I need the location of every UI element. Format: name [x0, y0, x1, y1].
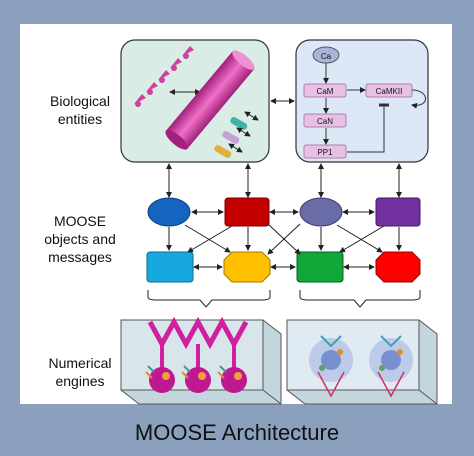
label-moose-3: messages: [48, 249, 112, 265]
can-label: CaN: [317, 117, 333, 126]
signaling-arrows: [323, 63, 426, 153]
cam-node: [303, 83, 347, 98]
moose-object-green: [296, 251, 344, 283]
dendrite-cylinder-icon: [165, 50, 255, 150]
moose-object-yellow: [223, 251, 271, 283]
right-brace: [299, 290, 421, 308]
figure-caption: MOOSE Architecture: [134, 420, 340, 445]
pp1-node: [303, 144, 347, 159]
label-numerical-1: Numerical: [48, 355, 111, 371]
label-moose-1: MOOSE: [54, 213, 106, 229]
moose-object-bright-red: [375, 251, 421, 283]
pp1-label: PP1: [317, 148, 333, 157]
signaling-panel: [295, 39, 429, 163]
camkii-label: CaMKII: [376, 87, 403, 96]
moose-object-purple: [375, 197, 421, 227]
label-biological-1: Biological: [50, 93, 110, 109]
moose-object-slate: [299, 197, 343, 227]
ion-channel-icons: [214, 111, 259, 158]
moose-object-cyan: [146, 251, 194, 283]
bio-moose-links: [166, 163, 402, 198]
chemical-model-icon: [309, 335, 413, 398]
ca-label: Ca: [321, 52, 332, 61]
moose-object-red: [224, 197, 270, 227]
label-biological-2: entities: [58, 111, 102, 127]
cam-label: CaM: [317, 87, 334, 96]
neuron-model-icon: [145, 316, 249, 393]
label-moose-2: objects and: [44, 231, 116, 247]
moose-object-blue: [147, 197, 191, 227]
dendrite-spines-icon: [134, 46, 194, 107]
label-numerical-2: engines: [55, 373, 104, 389]
left-brace: [147, 290, 271, 308]
can-node: [303, 113, 347, 128]
moose-message-arrows: [166, 209, 402, 270]
